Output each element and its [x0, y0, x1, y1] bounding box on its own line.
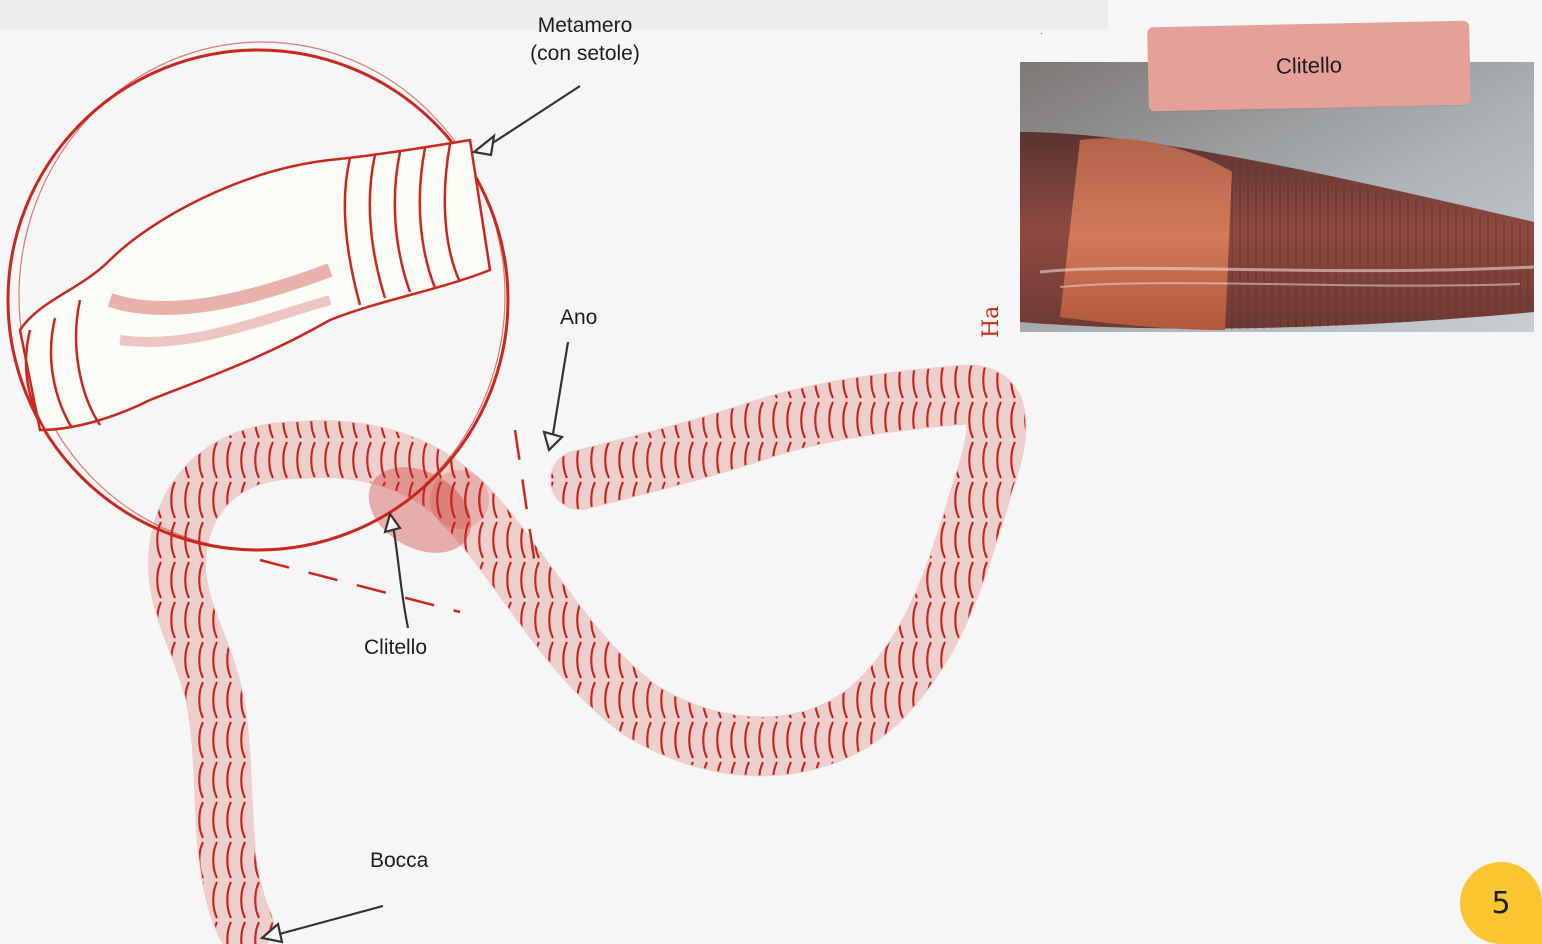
arrow-ano [552, 342, 568, 440]
label-ano: Ano [560, 304, 597, 332]
label-metamero: Metamero (con setole) [510, 12, 660, 68]
label-metamero-line1: Metamero [510, 12, 660, 40]
label-bocca: Bocca [370, 847, 428, 875]
arrow-bocca [272, 906, 383, 936]
artist-signature: Ha [979, 306, 1004, 338]
page-number-badge: 5 [1460, 862, 1542, 944]
label-metamero-line2: (con setole) [510, 40, 660, 68]
arrow-metamero [482, 86, 580, 150]
photo-tag-clitello: Clitello [1147, 21, 1471, 112]
label-clitello: Clitello [364, 634, 427, 662]
magnified-segment [20, 140, 490, 430]
svg-text:.: . [1040, 26, 1043, 37]
